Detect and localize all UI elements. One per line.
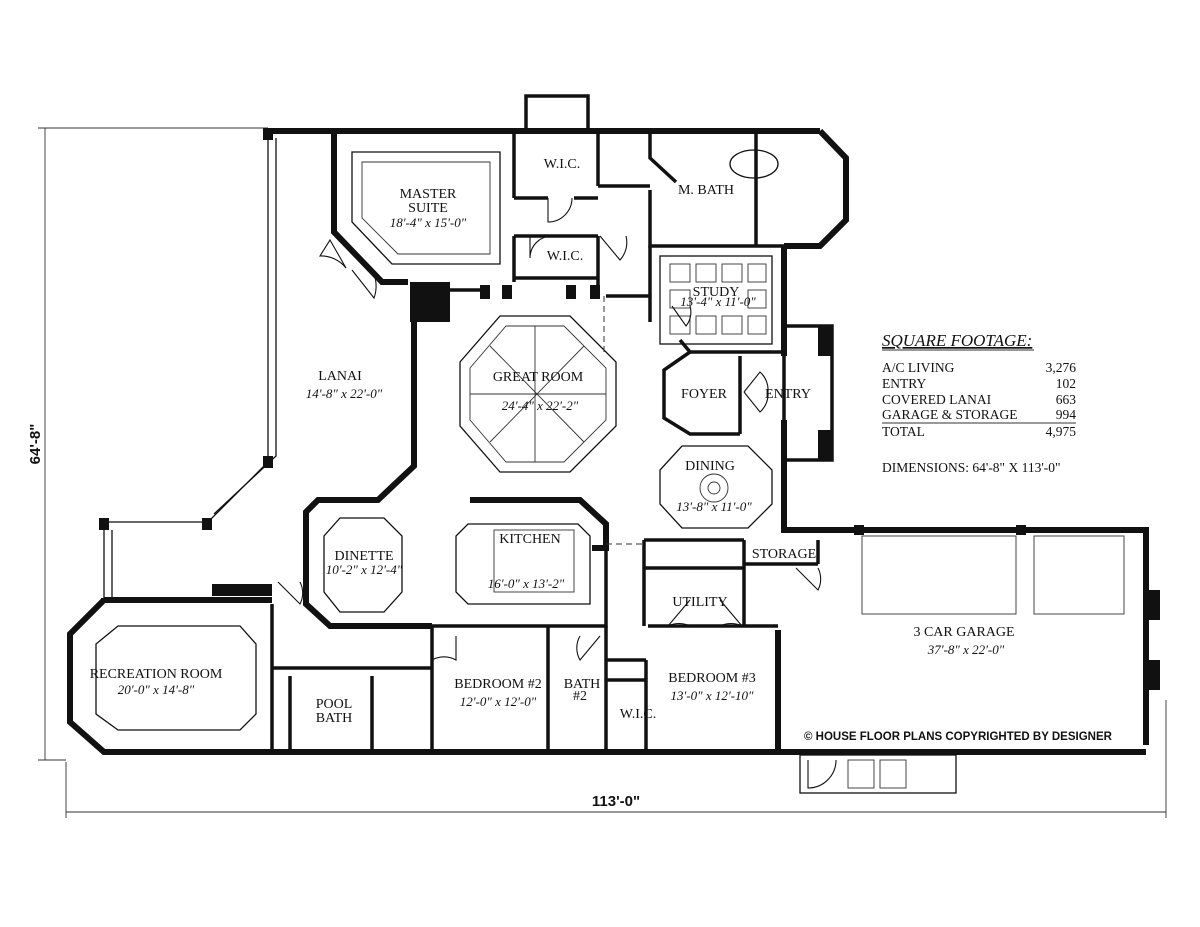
room-pool-bath: POOL BATH: [316, 697, 353, 726]
room-name: POOL: [316, 697, 353, 712]
room-name: KITCHEN: [499, 532, 560, 547]
ceiling-details: [95, 149, 1125, 794]
room-name: MASTER: [400, 187, 457, 202]
depth-label: 64'-8": [27, 424, 44, 465]
room-name: 3 CAR GARAGE: [913, 625, 1014, 640]
room-name: STUDY: [693, 285, 740, 300]
room-dims: 12'-0" x 12'-0": [460, 694, 537, 709]
room-name: RECREATION ROOM: [90, 667, 223, 682]
room-master-bath: M. BATH: [678, 183, 734, 198]
room-name: LANAI: [318, 369, 362, 384]
room-dims: 24'-4" x 22'-2": [502, 398, 579, 413]
depth-dimension: 64'-8": [27, 127, 268, 761]
square-footage-table: SQUARE FOOTAGE: A/C LIVING 3,276 ENTRY 1…: [882, 331, 1076, 475]
sqft-label: COVERED LANAI: [882, 392, 992, 407]
room-entry: ENTRY: [765, 387, 811, 402]
room-utility: UTILITY: [672, 595, 727, 610]
room-foyer: FOYER: [681, 387, 728, 402]
room-lanai: LANAI 14'-8" x 22'-0": [306, 369, 383, 401]
sqft-value: 102: [1056, 376, 1076, 391]
room-dims: 37'-8" x 22'-0": [927, 642, 1005, 657]
room-bedroom-3: BEDROOM #3 13'-0" x 12'-10": [668, 671, 756, 703]
room-name: DINING: [685, 459, 735, 474]
room-study: STUDY 13'-4" x 11'-0": [680, 285, 756, 309]
room-wic-3: W.I.C.: [620, 707, 656, 722]
chimney: [524, 94, 590, 132]
width-dimension: 113'-0": [65, 700, 1167, 818]
door-swings: [277, 197, 837, 789]
sqft-label: ENTRY: [882, 376, 927, 391]
sqft-value: 3,276: [1046, 360, 1077, 375]
interior-walls: [104, 131, 834, 752]
room-dims: 16'-0" x 13'-2": [488, 576, 565, 591]
room-name: #2: [573, 689, 587, 704]
width-label: 113'-0": [592, 793, 640, 810]
room-bedroom-2: BEDROOM #2 12'-0" x 12'-0": [454, 677, 542, 709]
room-bath-2: BATH #2: [564, 677, 601, 704]
room-name: BEDROOM #3: [668, 671, 756, 686]
window-marks: [212, 282, 1160, 690]
room-master-suite: MASTER SUITE 18'-4" x 15'-0": [390, 187, 467, 230]
room-name: BEDROOM #2: [454, 677, 542, 692]
room-wic-1: W.I.C.: [544, 157, 580, 172]
room-dining: DINING 13'-8" x 11'-0": [676, 459, 752, 514]
room-dims: 13'-0" x 12'-10": [671, 688, 754, 703]
room-recreation: RECREATION ROOM 20'-0" x 14'-8": [90, 667, 223, 697]
sqft-label: TOTAL: [882, 424, 925, 439]
room-dims: 13'-8" x 11'-0": [676, 499, 752, 514]
lanai-enclosure: [99, 128, 277, 600]
sqft-value: 4,975: [1046, 424, 1077, 439]
sqft-value: 663: [1056, 392, 1077, 407]
sqft-title: SQUARE FOOTAGE:: [882, 331, 1032, 350]
room-dinette: DINETTE 10'-2" x 12'-4": [326, 549, 403, 577]
room-dims: 13'-4" x 11'-0": [680, 294, 756, 309]
room-name: GREAT ROOM: [493, 370, 584, 385]
room-name: BATH: [564, 677, 601, 692]
room-name: DINETTE: [334, 549, 393, 564]
room-garage: 3 CAR GARAGE 37'-8" x 22'-0": [913, 625, 1014, 657]
room-wic-2: W.I.C.: [547, 249, 583, 264]
room-dims: 18'-4" x 15'-0": [390, 215, 467, 230]
room-dims: 14'-8" x 22'-0": [306, 386, 383, 401]
room-great-room: GREAT ROOM 24'-4" x 22'-2": [493, 370, 584, 413]
copyright-notice: © HOUSE FLOOR PLANS COPYRIGHTED BY DESIG…: [804, 731, 1113, 743]
room-storage: STORAGE: [752, 547, 816, 562]
room-kitchen: KITCHEN 16'-0" x 13'-2": [488, 532, 565, 591]
room-name: BATH: [316, 711, 353, 726]
room-dims: 20'-0" x 14'-8": [118, 682, 195, 697]
sqft-value: 994: [1056, 407, 1077, 422]
dimensions-text: DIMENSIONS: 64'-8" X 113'-0": [882, 460, 1061, 475]
room-name: SUITE: [408, 201, 448, 216]
sqft-label: A/C LIVING: [882, 360, 955, 375]
room-dims: 10'-2" x 12'-4": [326, 562, 403, 577]
sqft-label: GARAGE & STORAGE: [882, 407, 1018, 422]
